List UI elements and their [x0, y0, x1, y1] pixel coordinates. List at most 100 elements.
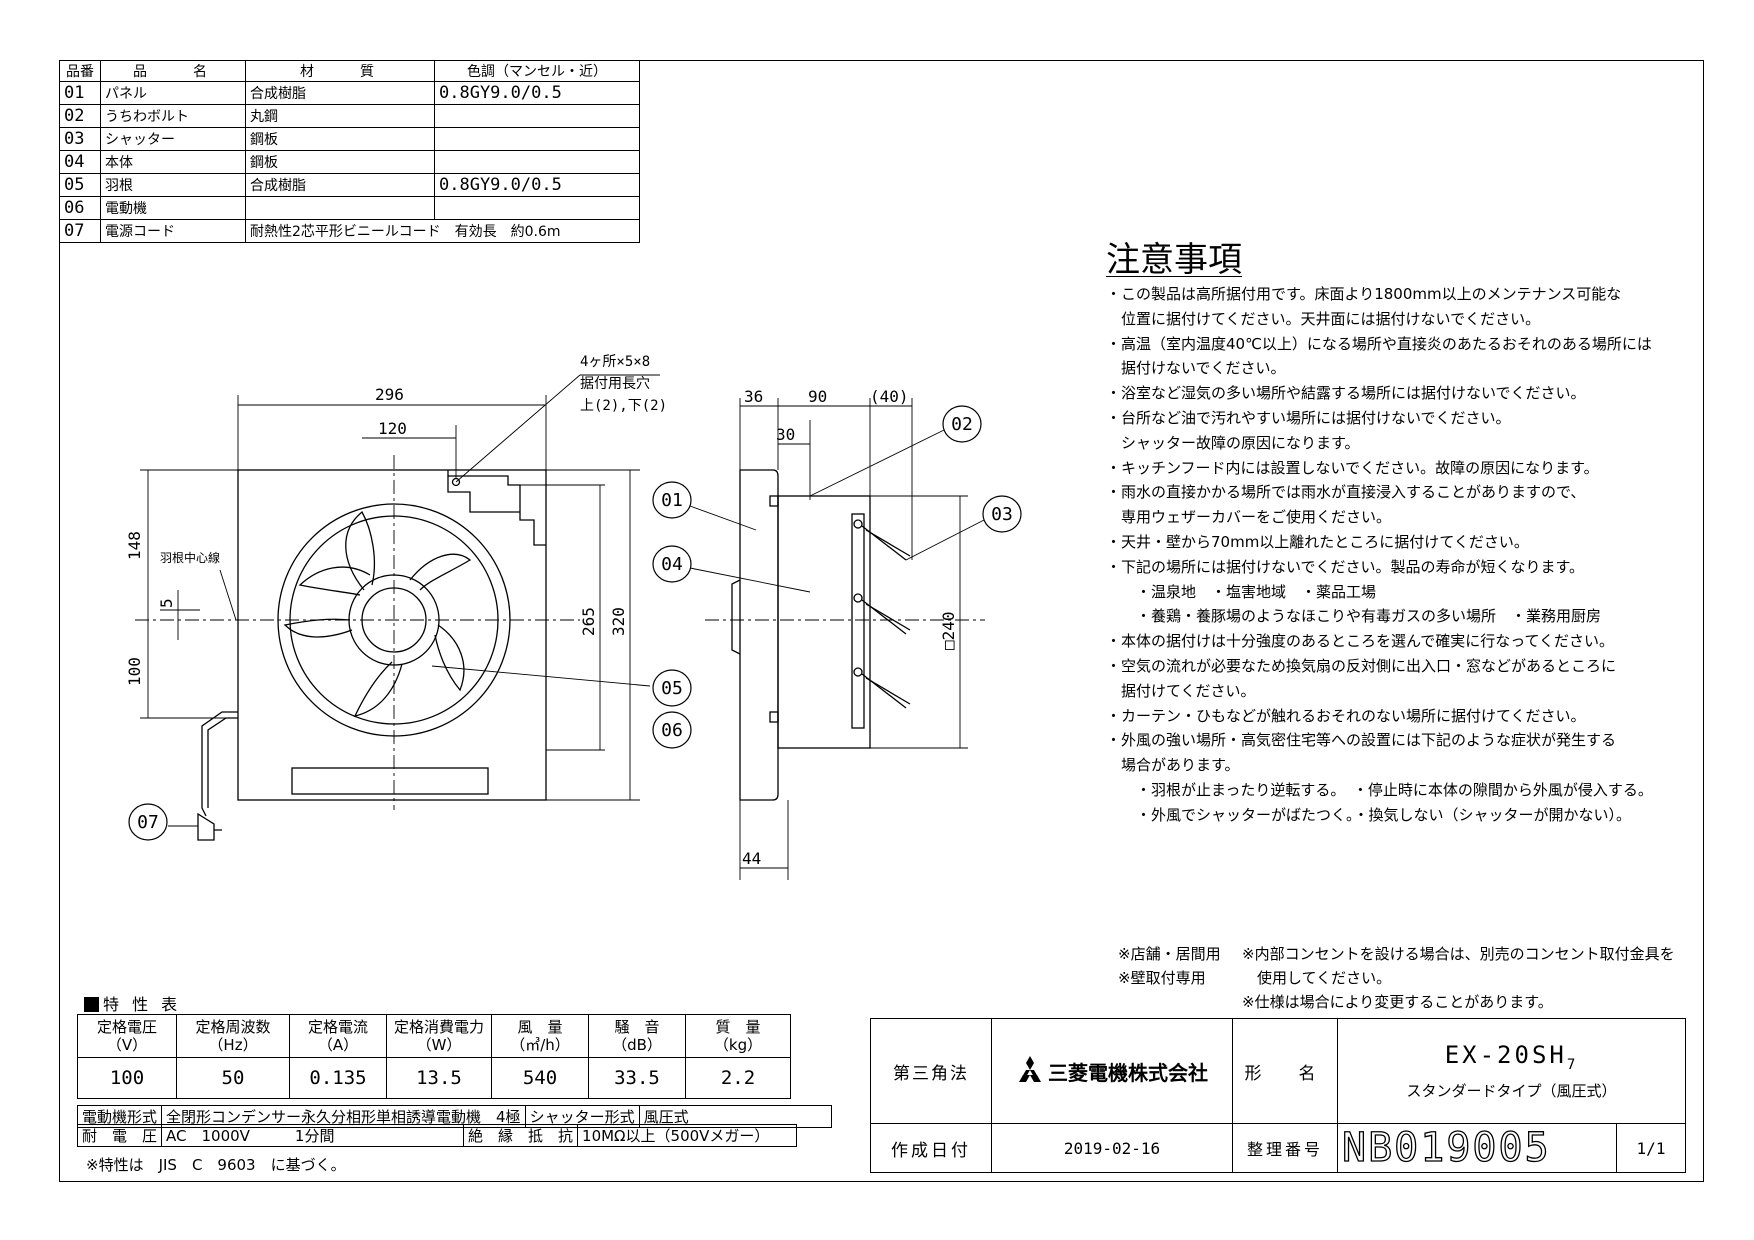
spec-value-row: 100 50 0.135 13.5 540 33.5 2.2 [77, 1057, 791, 1099]
note-line: 据付けてください。 [1106, 681, 1256, 700]
note-line: ・台所など油で汚れやすい場所には据付けないでください。 [1106, 408, 1511, 427]
shutter-pin [853, 593, 863, 603]
part-no: 07 [59, 219, 101, 243]
callout-04: 04 [652, 545, 692, 583]
spec-header-unit: （W） [416, 1036, 462, 1054]
spec-insulation-row: 耐 電 圧 AC 1000V 1分間 絶 縁 抵 抗 10MΩ以上（500Vメガ… [76, 1124, 798, 1147]
callout-leader-05 [431, 665, 651, 687]
part-name: 電源コード [100, 219, 246, 243]
number-label: 整理番号 [1232, 1123, 1338, 1173]
spec-value: 0.135 [289, 1057, 387, 1099]
side-dimensions [168, 398, 985, 880]
note-line: ・外風の強い場所・高気密住宅等への設置には下記のような症状が発生する [1106, 731, 1617, 750]
spec-footnote: ※特性は JIS C 9603 に基づく。 [86, 1156, 346, 1174]
note-line: ・本体の据付けは十分強度のあるところを選んで確実に行なってください。 [1106, 632, 1615, 651]
note-line: ・養鶏・養豚場のようなほこりや有毒ガスの多い場所 ・業務用厨房 [1106, 607, 1602, 626]
dim-inner-h-text: 265 [579, 607, 598, 636]
power-cord [201, 711, 238, 817]
hole-note-line2: 据付用長穴 [580, 376, 650, 392]
withstand-value: AC 1000V 1分間 [161, 1124, 465, 1147]
callout-leader-03 [905, 519, 985, 561]
dim-center-offset-text: 5 [157, 598, 176, 608]
model-subscript: 7 [1566, 1056, 1579, 1073]
title-row-1: 第三角法 三菱電機株式会社 形 名 EX-20SH7 スタンダードタイプ（風圧式… [870, 1018, 1686, 1124]
spec-header: 風 量（㎥/h） [491, 1014, 589, 1058]
model-type: スタンダードタイプ（風圧式） [1406, 1082, 1617, 1101]
dim-upper-text: 148 [125, 531, 144, 560]
side-dimension-texts: 36 90 (40) 30 □240 44 [742, 387, 958, 868]
dim-d1-text: 36 [744, 387, 763, 406]
shutter-flap [865, 677, 911, 705]
fan-blade [283, 618, 353, 638]
callout-leader-01 [689, 505, 757, 531]
note-line: ・雨水の直接かかる場所では雨水が直接浸入することがありますので、 [1106, 483, 1586, 502]
spec-header-name: 定格周波数 [195, 1018, 271, 1036]
shutter-rail [851, 513, 865, 729]
note-line: シャッター故障の原因になります。 [1106, 433, 1360, 452]
fan-blade [409, 553, 472, 591]
part-no: 06 [59, 196, 101, 220]
spec-header: 定格電圧（V） [77, 1014, 177, 1058]
dim-d4-text: 30 [776, 425, 795, 444]
callout-07: 07 [128, 803, 168, 841]
dim-d2-text: 90 [808, 387, 827, 406]
front-dimensions [140, 374, 660, 801]
part-name: シャッター [100, 127, 246, 151]
notes-title: 注意事項 [1106, 240, 1242, 280]
title-block: 第三角法 三菱電機株式会社 形 名 EX-20SH7 スタンダードタイプ（風圧式… [870, 1018, 1686, 1173]
part-name: 羽根 [100, 173, 246, 197]
spec-header-name: 質 量 [715, 1018, 761, 1036]
front-panel-outline [237, 469, 547, 801]
note-line: ・キッチンフード内には設置しないでください。故障の原因になります。 [1106, 458, 1599, 477]
spec-header-unit: （㎥/h） [510, 1036, 570, 1054]
title-row-2: 作成日付 2019-02-16 整理番号 NB019005 1/1 [870, 1123, 1686, 1173]
spec-header-unit: （kg） [713, 1036, 763, 1054]
part-no: 01 [59, 81, 101, 105]
withstand-label: 耐 電 圧 [76, 1124, 163, 1147]
parts-header-name: 品 名 [100, 60, 246, 82]
parts-header-row: 品番 品 名 材 質 色調（マンセル・近） [59, 60, 640, 82]
spec-insulation-table: 耐 電 圧 AC 1000V 1分間 絶 縁 抵 抗 10MΩ以上（500Vメガ… [76, 1124, 798, 1147]
company-name: 三菱電機株式会社 [1048, 1060, 1208, 1085]
spec-header-name: 定格電流 [307, 1018, 368, 1036]
mitsubishi-logo-icon [1016, 1055, 1044, 1087]
power-cord [207, 717, 238, 808]
insulation-value: 10MΩ以上（500Vメガー） [577, 1124, 798, 1147]
hole-leader [455, 374, 581, 483]
center-line-label: 羽根中心線 [160, 550, 220, 565]
shutter-bracket [447, 470, 546, 546]
remark-right: ※仕様は場合により変更することがあります。 [1242, 993, 1553, 1011]
spec-value: 540 [491, 1057, 589, 1099]
bracket-detail [447, 476, 520, 513]
note-line: 据付けないでください。 [1106, 359, 1286, 378]
side-panel-outline [739, 469, 779, 801]
spec-value: 33.5 [588, 1057, 686, 1099]
note-line: 場合があります。 [1106, 756, 1240, 775]
spec-label-text: 特 性 表 [103, 995, 182, 1014]
spec-header-unit: （A） [317, 1036, 359, 1054]
part-material: 耐熱性2芯平形ビニールコード 有効長 約0.6m [245, 219, 640, 243]
callout-05: 05 [652, 669, 692, 707]
front-view [197, 469, 547, 841]
spec-value: 13.5 [386, 1057, 492, 1099]
fan-blade [345, 511, 375, 591]
shutter-flap [865, 603, 911, 631]
note-line: ・羽根が止まったり逆転する。 ・停止時に本体の隙間から外風が侵入する。 [1106, 780, 1653, 799]
hole-note-line1: 4ヶ所×5×8 [580, 354, 650, 370]
part-no: 03 [59, 127, 101, 151]
remark-left: ※店舗・居間用 [1118, 945, 1221, 963]
cord-plug [197, 812, 222, 841]
side-body-outline [777, 495, 871, 749]
part-color [434, 127, 640, 151]
spec-header-name: 風 量 [517, 1018, 563, 1036]
spec-header: 定格消費電力（W） [386, 1014, 492, 1058]
fan-blade [353, 661, 403, 717]
front-dimension-texts: 296 120 148 5 100 265 320 4ヶ所×5×8 据付用長穴 … [125, 354, 667, 686]
note-line: ・天井・壁から70mm以上離れたところに据付けてください。 [1106, 532, 1529, 551]
